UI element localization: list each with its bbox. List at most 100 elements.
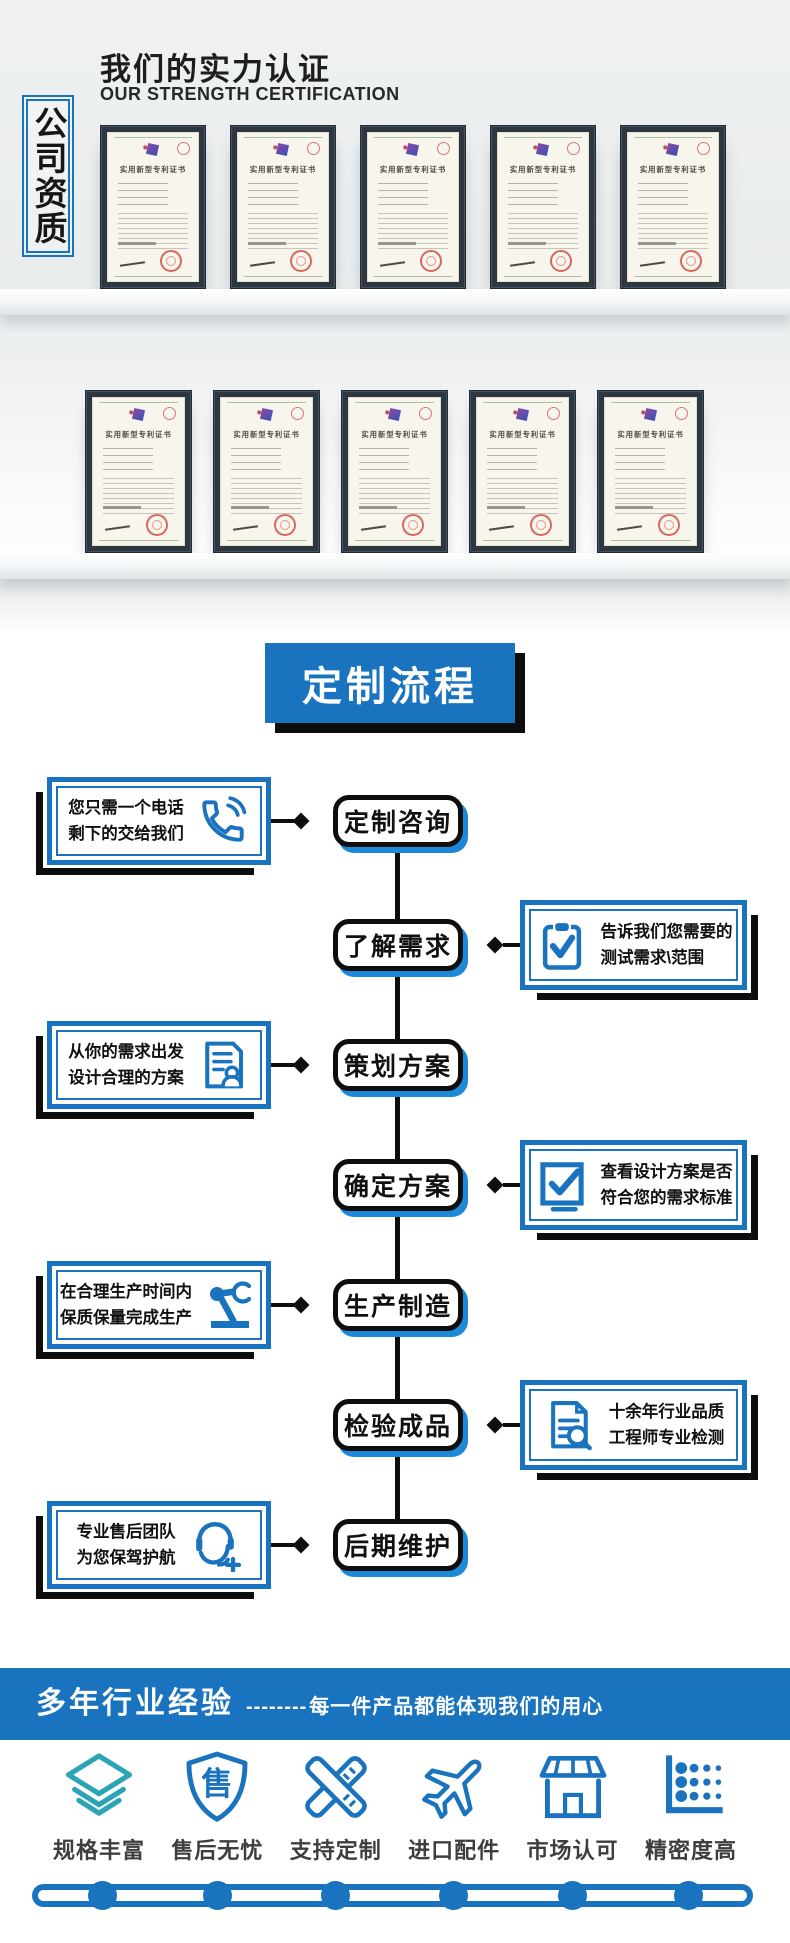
patent-logo — [405, 142, 420, 157]
vertical-label-text: 公司资质 — [30, 106, 67, 246]
customer-service-icon — [195, 1521, 241, 1572]
diamond-marker — [292, 1536, 310, 1554]
flow-step-pill: 定制咨询 — [333, 795, 463, 847]
storefront-icon — [539, 1756, 606, 1819]
timeline-dot — [203, 1881, 232, 1910]
certificate-title: 实用新型专利证书 — [361, 430, 428, 439]
certificate-paper: 实用新型专利证书 — [476, 397, 569, 546]
signature — [119, 261, 146, 267]
timeline-dot — [321, 1881, 350, 1910]
stamp-icon — [420, 250, 442, 272]
patent-logo — [643, 407, 657, 422]
signature — [249, 261, 276, 267]
signature — [360, 525, 387, 531]
flow-detail-box: 十余年行业品质工程师专业检测 — [520, 1380, 758, 1480]
certificate-title: 实用新型专利证书 — [617, 430, 684, 439]
resume-document-icon — [204, 1041, 243, 1089]
timeline-bar — [32, 1884, 753, 1907]
certificate-frame: 实用新型专利证书 — [620, 125, 726, 289]
robot-arm-icon — [210, 1281, 252, 1328]
feature-item: 精密度高 — [634, 1748, 748, 1865]
timeline-dot — [439, 1881, 468, 1910]
certificate-frame: 实用新型专利证书 — [85, 390, 192, 553]
signature — [509, 261, 536, 267]
patent-logo — [259, 407, 273, 422]
seal-icon — [437, 142, 450, 155]
certificate-frame: 实用新型专利证书 — [469, 390, 576, 553]
experience-subtitle: 每一件产品都能体现我们的用心 — [309, 1696, 604, 1718]
feature-item: 支持定制 — [279, 1748, 393, 1865]
flow-step-pill: 了解需求 — [333, 919, 463, 971]
certificate-frame: 实用新型专利证书 — [213, 390, 320, 553]
shield-icon: 售 — [186, 1751, 248, 1822]
signature — [639, 261, 666, 267]
feature-item: 售 售后无忧 — [160, 1748, 274, 1865]
seal-icon — [697, 142, 710, 155]
certificate-frame: 实用新型专利证书 — [490, 125, 596, 289]
experience-dashes: -------- — [246, 1696, 308, 1718]
shelf — [0, 289, 790, 315]
connector — [271, 1543, 295, 1547]
timeline-dot — [558, 1881, 587, 1910]
checkbox-check-icon — [539, 1162, 584, 1212]
flow-detail-box: 查看设计方案是否符合您的需求标准 — [520, 1140, 758, 1240]
flow-detail-box: 您只需一个电话剩下的交给我们 — [36, 777, 271, 875]
seal-icon — [291, 407, 304, 420]
flow-detail-box: 告诉我们您需要的测试需求\范围 — [520, 900, 758, 1000]
patent-logo — [515, 407, 529, 422]
flow-detail-text: 十余年行业品质工程师专业检测 — [608, 1402, 725, 1447]
flow-detail-text: 查看设计方案是否符合您的需求标准 — [600, 1162, 733, 1207]
patent-logo — [275, 142, 290, 157]
shelf-shadow — [0, 579, 790, 634]
seal-icon — [307, 142, 320, 155]
experience-title: 多年行业经验 — [36, 1687, 234, 1720]
patent-logo — [535, 142, 550, 157]
feature-item: 进口配件 — [397, 1748, 511, 1865]
feature-label: 进口配件 — [408, 1838, 501, 1863]
connector — [271, 1303, 295, 1307]
vertical-label-frame: 公司资质 — [26, 99, 70, 253]
feature-row: 规格丰富 售 售后无忧 支持定制 — [0, 1748, 790, 1865]
certificate-title: 实用新型专利证书 — [119, 165, 187, 174]
flow-detail-box: 从你的需求出发设计合理的方案 — [36, 1021, 271, 1119]
certificate-frame: 实用新型专利证书 — [100, 125, 206, 289]
signature — [232, 525, 259, 531]
timeline-dot — [674, 1881, 703, 1910]
diamond-marker — [486, 1416, 504, 1434]
diamond-marker — [292, 1296, 310, 1314]
diamond-marker — [292, 812, 310, 830]
connector — [503, 1183, 520, 1187]
flow-detail-box: 专业售后团队为您保驾护航 — [36, 1501, 271, 1599]
flow-step-pill: 检验成品 — [333, 1399, 463, 1451]
airplane-icon — [422, 1759, 482, 1819]
flow-detail-text: 告诉我们您需要的测试需求\范围 — [600, 922, 733, 967]
feature-label: 市场认可 — [526, 1838, 619, 1863]
seal-icon — [547, 407, 560, 420]
patent-logo — [145, 142, 160, 157]
signature — [616, 525, 643, 531]
flow-detail-box: 在合理生产时间内保质保量完成生产 — [36, 1261, 271, 1359]
stamp-icon — [290, 250, 312, 272]
feature-label: 售后无忧 — [171, 1838, 264, 1863]
certificate-paper: 实用新型专利证书 — [107, 132, 199, 282]
diamond-marker — [486, 1176, 504, 1194]
experience-banner: 多年行业经验 -------- 每一件产品都能体现我们的用心 — [0, 1668, 790, 1740]
certificate-title: 实用新型专利证书 — [379, 165, 447, 174]
flow-detail-text: 在合理生产时间内保质保量完成生产 — [60, 1282, 192, 1327]
phone-icon — [202, 796, 247, 842]
certificate-title: 实用新型专利证书 — [489, 430, 556, 439]
document-search-icon — [550, 1401, 592, 1451]
signature — [104, 525, 131, 531]
stamp-icon — [680, 250, 702, 272]
company-qualification-section: 公司资质 我们的实力认证 OUR STRENGTH CERTIFICATION … — [0, 0, 790, 634]
precision-chart-icon — [665, 1755, 723, 1814]
timeline-dot — [88, 1881, 117, 1910]
seal-icon — [163, 407, 176, 420]
shield-badge-char: 售 — [202, 1765, 234, 1801]
flow-detail-text: 从你的需求出发设计合理的方案 — [68, 1042, 184, 1087]
seal-icon — [567, 142, 580, 155]
flow-detail-text: 专业售后团队为您保驾护航 — [76, 1522, 176, 1567]
connector — [271, 1063, 295, 1067]
section-title: 我们的实力认证 — [100, 52, 331, 87]
